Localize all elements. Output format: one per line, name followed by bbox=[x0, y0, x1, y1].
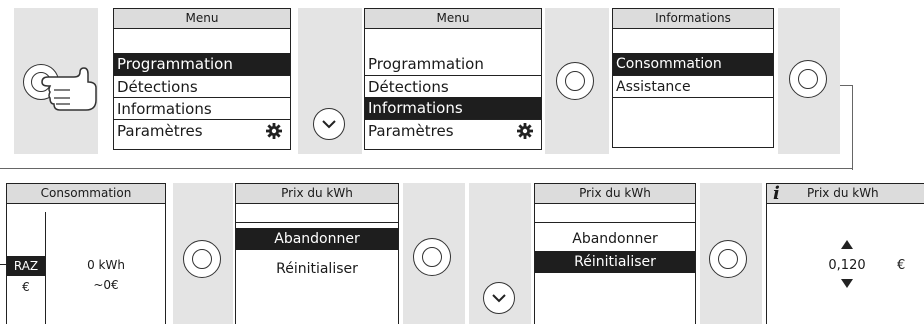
option-reinitialiser[interactable]: Réinitialiser bbox=[276, 261, 358, 277]
chevron-down-button[interactable] bbox=[313, 108, 345, 140]
menu-item-parametres[interactable]: Paramètres bbox=[365, 119, 541, 142]
menu-item-programmation[interactable]: Programmation bbox=[368, 55, 484, 73]
gear-icon bbox=[517, 123, 533, 139]
cost-value: ~0€ bbox=[93, 278, 119, 292]
menu-item-programmation[interactable]: Programmation bbox=[114, 53, 290, 75]
option-abandonner[interactable]: Abandonner bbox=[236, 228, 398, 250]
screen-title: Informations bbox=[613, 9, 773, 29]
screen-title: Menu bbox=[365, 9, 541, 29]
euro-tab[interactable]: € bbox=[22, 280, 30, 294]
price-value: 0,120 bbox=[828, 258, 866, 273]
chevron-down-button[interactable] bbox=[483, 282, 515, 314]
info-icon: i bbox=[773, 183, 780, 204]
side-column-divider bbox=[45, 212, 46, 324]
informations-screen: Informations Consommation Assistance bbox=[612, 8, 774, 148]
option-reinitialiser[interactable]: Réinitialiser bbox=[535, 251, 695, 273]
ok-button-icon[interactable] bbox=[413, 238, 451, 276]
screen-title: Prix du kWh bbox=[236, 184, 398, 204]
flow-connector bbox=[0, 168, 852, 169]
side-tab-marker bbox=[0, 264, 6, 265]
screen-title: Prix du kWh bbox=[807, 186, 879, 200]
screen-title: Menu bbox=[114, 9, 290, 29]
list-divider bbox=[613, 97, 773, 98]
ok-button-icon[interactable] bbox=[556, 62, 594, 100]
consommation-screen: Consommation RAZ € 0 kWh ~0€ bbox=[6, 183, 166, 324]
menu-item-detections[interactable]: Détections bbox=[365, 75, 541, 98]
menu-item-consommation[interactable]: Consommation bbox=[613, 53, 773, 75]
ok-button-icon[interactable] bbox=[789, 60, 827, 98]
price-unit: € bbox=[897, 258, 906, 273]
ok-button-icon[interactable] bbox=[709, 240, 747, 278]
prix-kwh-screen-2: Prix du kWh Abandonner Réinitialiser bbox=[534, 183, 696, 324]
list-divider bbox=[236, 222, 398, 223]
screen-title: Consommation bbox=[7, 184, 165, 204]
menu-screen-1: Menu Programmation Détections Informatio… bbox=[113, 8, 291, 150]
menu-item-informations[interactable]: Informations bbox=[114, 97, 290, 120]
hand-pointer-icon bbox=[41, 67, 97, 111]
menu-item-assistance[interactable]: Assistance bbox=[613, 75, 773, 98]
chevron-down-icon bbox=[322, 120, 336, 129]
menu-item-parametres[interactable]: Paramètres bbox=[114, 119, 290, 142]
chevron-down-icon bbox=[492, 294, 506, 303]
gear-icon bbox=[266, 123, 282, 139]
raz-tab[interactable]: RAZ bbox=[7, 256, 45, 276]
list-divider bbox=[535, 222, 695, 223]
screen-title: Prix du kWh bbox=[535, 184, 695, 204]
menu-item-detections[interactable]: Détections bbox=[114, 75, 290, 98]
flow-connector bbox=[840, 85, 853, 170]
prix-kwh-value-screen: i Prix du kWh 0,120 € bbox=[766, 183, 924, 324]
value-down-arrow-icon[interactable] bbox=[841, 279, 853, 288]
screen-title-bar: i Prix du kWh bbox=[767, 184, 924, 204]
ok-button-icon[interactable] bbox=[183, 240, 221, 278]
kwh-value: 0 kWh bbox=[87, 258, 125, 272]
menu-screen-2: Menu Programmation Détections Informatio… bbox=[364, 8, 542, 150]
option-abandonner[interactable]: Abandonner bbox=[572, 231, 658, 247]
value-up-arrow-icon[interactable] bbox=[841, 240, 853, 249]
menu-item-informations[interactable]: Informations bbox=[365, 97, 541, 119]
prix-kwh-screen-1: Prix du kWh Abandonner Réinitialiser bbox=[235, 183, 399, 324]
